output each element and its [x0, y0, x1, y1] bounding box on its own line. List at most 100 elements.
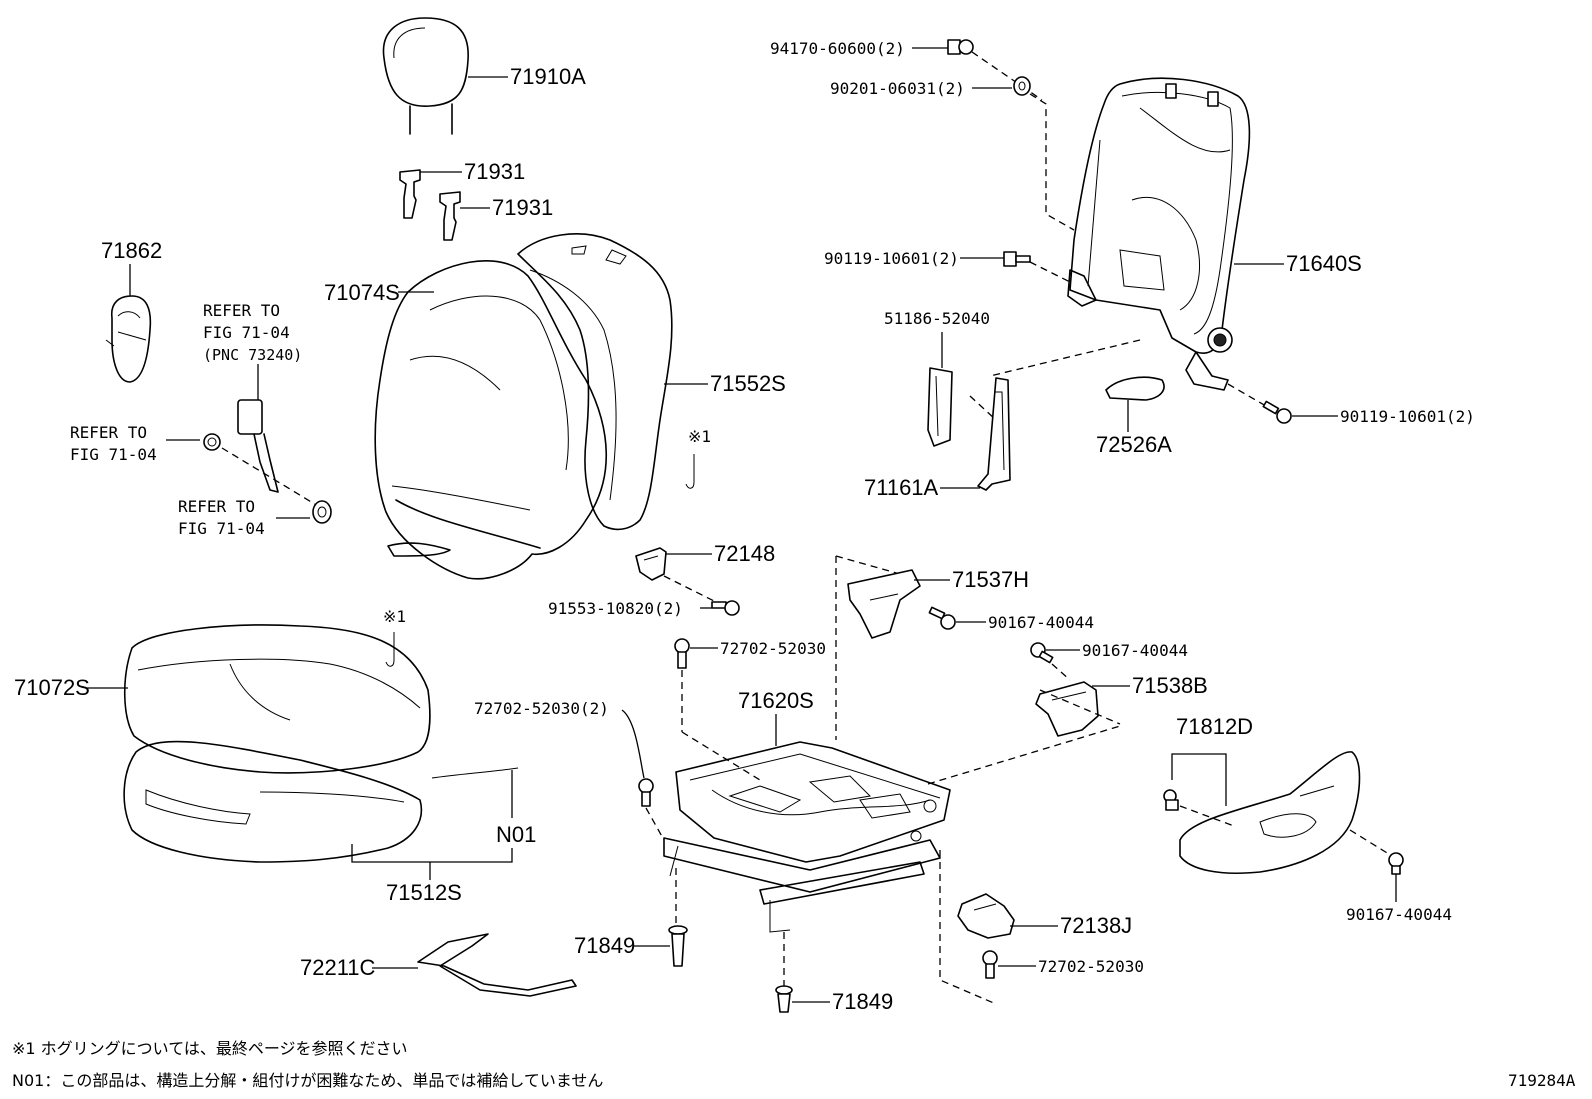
cover-71862 — [105, 295, 152, 383]
bracket-72148 — [635, 547, 667, 581]
ring-mark-1: ※1 — [688, 427, 711, 446]
ref3-line2: FIG 71-04 — [178, 519, 265, 538]
callout-N01: N01 — [496, 822, 536, 847]
bolt-90119-b — [1262, 400, 1292, 424]
callout-94170: 94170-60600(2) — [770, 39, 905, 58]
bracket-71537H — [847, 569, 921, 639]
callout-90119-b: 90119-10601(2) — [1340, 407, 1475, 426]
bolt-90167-a — [928, 606, 956, 630]
dash-90167-b — [1051, 663, 1071, 681]
dash-91553 — [663, 575, 717, 603]
dash-71161A — [969, 395, 997, 421]
callout-71620S: 71620S — [738, 688, 814, 713]
dash-72138J — [939, 850, 997, 1005]
dash-frame-a — [681, 731, 761, 781]
dash-71812D — [1179, 805, 1235, 827]
dash-94170 — [971, 51, 1043, 101]
callout-71537H: 71537H — [952, 567, 1029, 592]
dash-90119-a — [1029, 261, 1071, 283]
callout-71161A: 71161A — [864, 475, 939, 500]
ref1-line3: (PNC 73240) — [203, 346, 302, 364]
callout-90119-a: 90119-10601(2) — [824, 249, 959, 268]
nut-90201 — [1013, 76, 1031, 96]
callout-71849-b: 71849 — [832, 989, 893, 1014]
wire-72211C — [417, 933, 577, 997]
seatback-cover-71074S — [374, 260, 607, 580]
ref2-line1: REFER TO — [70, 423, 147, 442]
headrest-support-left — [399, 169, 421, 219]
callout-72702-a: 72702-52030 — [720, 639, 826, 658]
diagram-id: 719284A — [1508, 1071, 1576, 1090]
ref1-line1: REFER TO — [203, 301, 280, 320]
bracket-51186 — [927, 367, 953, 447]
dash-51186 — [989, 339, 1141, 377]
bolt-72702-a — [674, 638, 690, 669]
bolt-90167-b — [1030, 642, 1054, 664]
bolt-91553 — [711, 600, 740, 616]
bolt-ref2 — [203, 433, 221, 451]
bolt-94170 — [947, 39, 974, 55]
seat-frame-71620S — [663, 741, 951, 933]
leader-72702-b — [621, 709, 645, 779]
footnote-2: N01：この部品は、構造上分解・組付けが困難なため、単品では補給していません — [12, 1071, 603, 1090]
bolt-90167-c — [1388, 852, 1404, 875]
seatback-frame-71640S — [1067, 77, 1251, 391]
callout-51186: 51186-52040 — [884, 309, 990, 328]
nut-ref3 — [312, 500, 332, 524]
callout-72211C: 72211C — [300, 955, 376, 980]
cushion-pad-71512S — [123, 740, 423, 863]
dash-90167-c — [1349, 829, 1393, 857]
pin-71849-b — [775, 985, 793, 1013]
callout-71931-b: 71931 — [492, 195, 553, 220]
dash-71537H-top — [835, 555, 901, 575]
callout-71552S: 71552S — [710, 371, 786, 396]
seatbelt-buckle — [237, 399, 279, 493]
callout-90167-a: 90167-40044 — [988, 613, 1094, 632]
ref2-line2: FIG 71-04 — [70, 445, 157, 464]
callout-90167-b: 90167-40044 — [1082, 641, 1188, 660]
callout-71910A: 71910A — [510, 64, 586, 89]
dash-90119-b — [1227, 383, 1267, 407]
callout-71640S: 71640S — [1286, 251, 1362, 276]
hog-ring-2 — [385, 632, 395, 667]
bolt-72702-b — [638, 778, 654, 807]
callout-72148: 72148 — [714, 541, 775, 566]
callout-90167-c: 90167-40044 — [1346, 905, 1452, 924]
wire-N01 — [431, 767, 519, 779]
cover-72138J — [957, 893, 1015, 939]
side-shield-71812D — [1179, 751, 1361, 875]
bracket-71538B — [1035, 681, 1099, 737]
headrest-part — [382, 17, 469, 135]
cushion-cover-71072S — [123, 624, 431, 774]
callout-72702-b: 72702-52030(2) — [474, 699, 609, 718]
callout-71931-a: 71931 — [464, 159, 525, 184]
ref1-line2: FIG 71-04 — [203, 323, 290, 342]
callout-72702-c: 72702-52030 — [1038, 957, 1144, 976]
cover-72526A — [1105, 376, 1165, 401]
seatback-pad-71552S — [517, 233, 673, 531]
callout-71849-a: 71849 — [574, 933, 635, 958]
callout-71072S: 71072S — [14, 675, 90, 700]
dash-72702-b — [645, 807, 665, 841]
callout-71812D: 71812D — [1176, 714, 1253, 739]
headrest-support-right — [439, 191, 461, 241]
callout-72138J: 72138J — [1060, 913, 1132, 938]
dash-frame-b — [927, 725, 1121, 785]
callout-71538B: 71538B — [1132, 673, 1208, 698]
clip-71812D — [1163, 789, 1179, 811]
bracket-71161A — [977, 377, 1011, 491]
callout-71074S: 71074S — [324, 280, 400, 305]
leader-71812D — [1171, 753, 1227, 806]
bolt-72702-c — [982, 950, 998, 979]
ref3-line1: REFER TO — [178, 497, 255, 516]
bolt-90119-a — [1003, 251, 1031, 267]
dash-90201 — [1029, 93, 1075, 231]
footnote-1: ※1 ホグリングについては、最終ページを参照ください — [12, 1039, 408, 1058]
dash-ref — [221, 447, 319, 507]
dash-71538B — [1039, 689, 1121, 725]
callout-72526A: 72526A — [1096, 432, 1172, 457]
callout-90201: 90201-06031(2) — [830, 79, 965, 98]
callout-71862: 71862 — [101, 238, 162, 263]
callout-71512S: 71512S — [386, 880, 462, 905]
